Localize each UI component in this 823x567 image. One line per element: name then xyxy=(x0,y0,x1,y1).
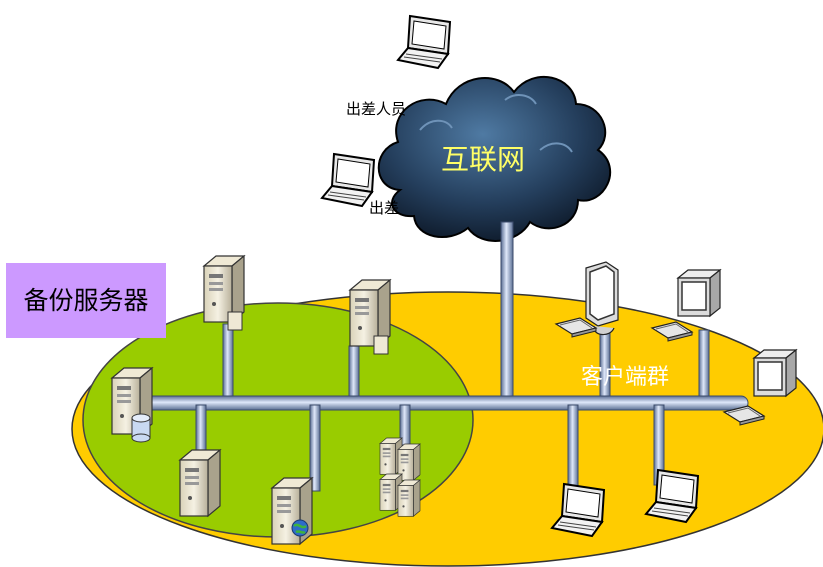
internet-uplink-cable xyxy=(500,221,514,403)
database-icon xyxy=(131,413,151,443)
crt-monitor-icon xyxy=(753,349,797,397)
cable-server-lower-2 xyxy=(309,404,321,492)
traveler-label-truncated: 出差 xyxy=(369,199,400,217)
server-cluster-icon xyxy=(379,437,421,517)
cable-backup-server-1 xyxy=(222,323,234,401)
crt-monitor-icon xyxy=(677,269,721,317)
cable-client-laptop-1 xyxy=(567,404,579,494)
cable-server-lower-1 xyxy=(195,404,207,458)
server-icon xyxy=(349,279,391,355)
flat-panel-icon xyxy=(585,261,619,336)
server-icon xyxy=(271,477,313,545)
globe-icon xyxy=(291,519,309,537)
client-group-label: 客户端群 xyxy=(581,365,670,390)
server-icon xyxy=(203,255,245,331)
laptop-icon xyxy=(321,153,375,207)
cable-backup-server-2 xyxy=(348,345,360,401)
internet-cloud-icon xyxy=(377,76,612,242)
cable-client-crt-1 xyxy=(698,329,710,401)
laptop-icon xyxy=(397,15,451,69)
server-icon xyxy=(179,449,221,517)
internet-label: 互联网 xyxy=(441,143,526,176)
backup-servers-label: 备份服务器 xyxy=(6,263,166,338)
traveler-label: 出差人员 xyxy=(346,100,407,118)
